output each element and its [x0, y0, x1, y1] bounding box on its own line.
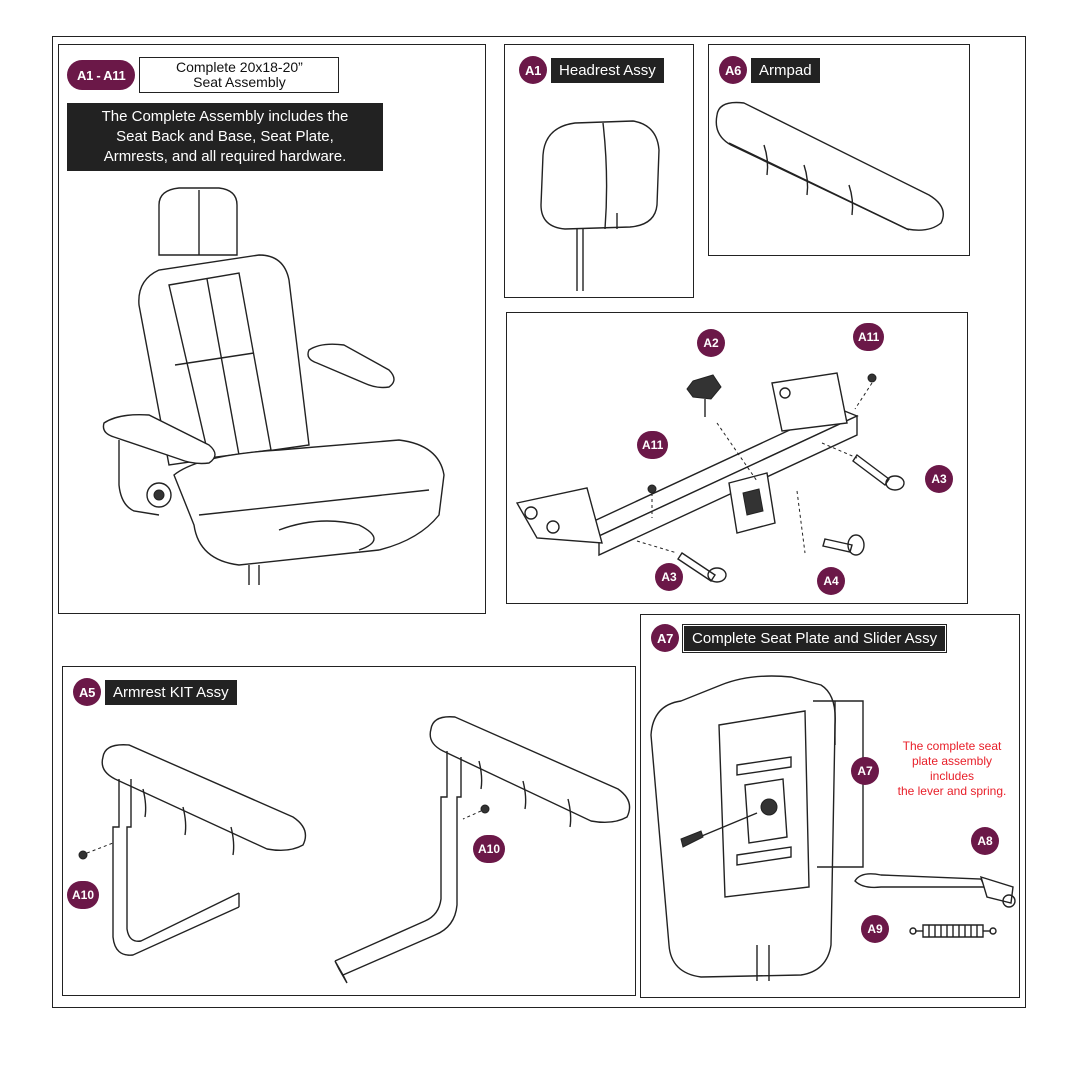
callout-a10-right: A10 — [473, 835, 506, 863]
armrest-kit-panel: A5 Armrest KIT Assy A10 A10 — [62, 666, 636, 996]
callout-a11-left: A11 — [637, 431, 669, 459]
armrest-kit-illustration — [78, 716, 631, 984]
title-line-1: Complete 20x18-20” — [175, 59, 303, 75]
callout-a8: A8 — [971, 827, 999, 855]
seat-plate-panel: A7 Complete Seat Plate and Slider Assy T… — [640, 614, 1020, 998]
part-badge: A7 — [651, 624, 680, 652]
callout-a10-left: A10 — [67, 881, 100, 909]
headrest-label: A1 Headrest Assy — [519, 55, 664, 85]
callout-a3-bottom: A3 — [655, 563, 683, 591]
callout-a11-top: A11 — [853, 323, 885, 351]
headrest-title: Headrest Assy — [551, 57, 664, 83]
callout-a4: A4 — [817, 567, 845, 595]
callout-a9: A9 — [861, 915, 889, 943]
title-line-2: Seat Assembly — [193, 74, 286, 90]
seat-plate-label: A7 Complete Seat Plate and Slider Assy — [651, 623, 948, 653]
part-badge: A1 — [519, 56, 548, 84]
callout-a2: A2 — [697, 329, 725, 357]
note-line-3: includes — [929, 769, 975, 783]
complete-seat-panel: A1 - A11 Complete 20x18-20” Seat Assembl… — [58, 44, 486, 614]
seat-post-hardware-panel: A2 A11 A11 A3 A3 A4 — [506, 312, 968, 604]
note-line-4: the lever and spring. — [897, 784, 1007, 798]
complete-seat-title: Complete 20x18-20” Seat Assembly — [139, 57, 340, 93]
diagram-frame — [52, 36, 1026, 1008]
part-badge: A1 - A11 — [67, 60, 136, 90]
callout-a3-right: A3 — [925, 465, 953, 493]
seat-illustration — [102, 187, 445, 585]
armpad-illustration — [715, 101, 944, 231]
part-badge: A6 — [719, 56, 748, 84]
armpad-title: Armpad — [751, 57, 820, 83]
armpad-panel: A6 Armpad — [708, 44, 970, 256]
desc-line-1: The Complete Assembly includes the — [101, 108, 349, 125]
note-line-1: The complete seat — [902, 739, 1002, 753]
part-badge: A5 — [73, 678, 102, 706]
desc-line-2: Seat Back and Base, Seat Plate, — [116, 128, 334, 145]
seat-frame-illustration — [515, 372, 905, 583]
armpad-label: A6 Armpad — [719, 55, 820, 85]
headrest-panel: A1 Headrest Assy — [504, 44, 694, 298]
seat-plate-note: The complete seat plate assembly include… — [887, 739, 1017, 799]
note-line-2: plate assembly — [911, 754, 993, 768]
seat-plate-illustration — [650, 675, 1016, 981]
desc-line-3: Armrests, and all required hardware. — [103, 148, 347, 165]
seat-plate-title: Complete Seat Plate and Slider Assy — [682, 623, 948, 653]
callout-a7: A7 — [851, 757, 879, 785]
armrest-kit-title: Armrest KIT Assy — [105, 679, 237, 705]
assembly-description: The Complete Assembly includes the Seat … — [67, 103, 383, 171]
headrest-illustration — [540, 120, 660, 291]
complete-seat-label: A1 - A11 Complete 20x18-20” Seat Assembl… — [67, 53, 340, 97]
armrest-kit-label: A5 Armrest KIT Assy — [73, 677, 237, 707]
